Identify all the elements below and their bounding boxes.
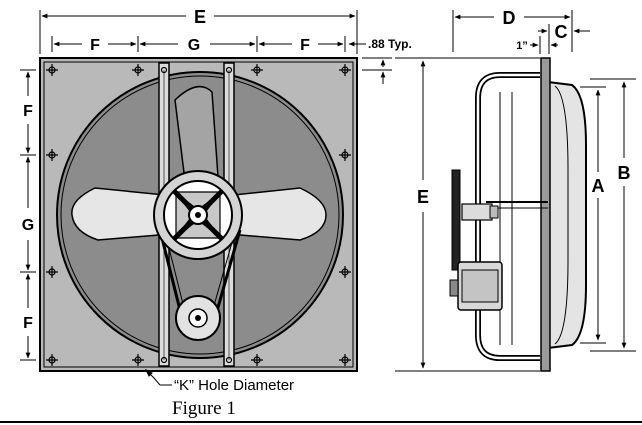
label-B: B	[618, 163, 631, 183]
side-dimensions	[395, 10, 636, 372]
label-F-top-left: F	[90, 37, 100, 54]
side-frame-plate	[540, 57, 551, 372]
label-G-top: G	[188, 37, 200, 54]
label-hole-diameter: “K” Hole Diameter	[174, 377, 294, 394]
mounting-holes	[46, 64, 351, 366]
inner-frame	[43, 61, 354, 368]
front-view	[39, 57, 358, 372]
figure-caption: Figure 1	[172, 398, 236, 419]
label-C: C	[555, 22, 568, 42]
side-view	[449, 57, 587, 372]
label-G-left: G	[22, 217, 34, 234]
front-dimensions	[20, 10, 392, 386]
fan-housing	[547, 80, 587, 350]
label-D: D	[503, 8, 516, 28]
label-F-left-top: F	[23, 103, 33, 120]
venturi-inner	[60, 75, 340, 355]
drive-belt	[158, 229, 242, 319]
label-A: A	[592, 176, 605, 196]
label-typ: .88 Typ.	[368, 37, 412, 51]
label-E-top: E	[194, 7, 206, 27]
side-pulley	[451, 169, 461, 271]
label-F-left-bottom: F	[23, 315, 33, 332]
label-one-inch: 1”	[516, 40, 528, 52]
label-E-side: E	[417, 187, 429, 207]
label-F-top-right: F	[300, 37, 310, 54]
